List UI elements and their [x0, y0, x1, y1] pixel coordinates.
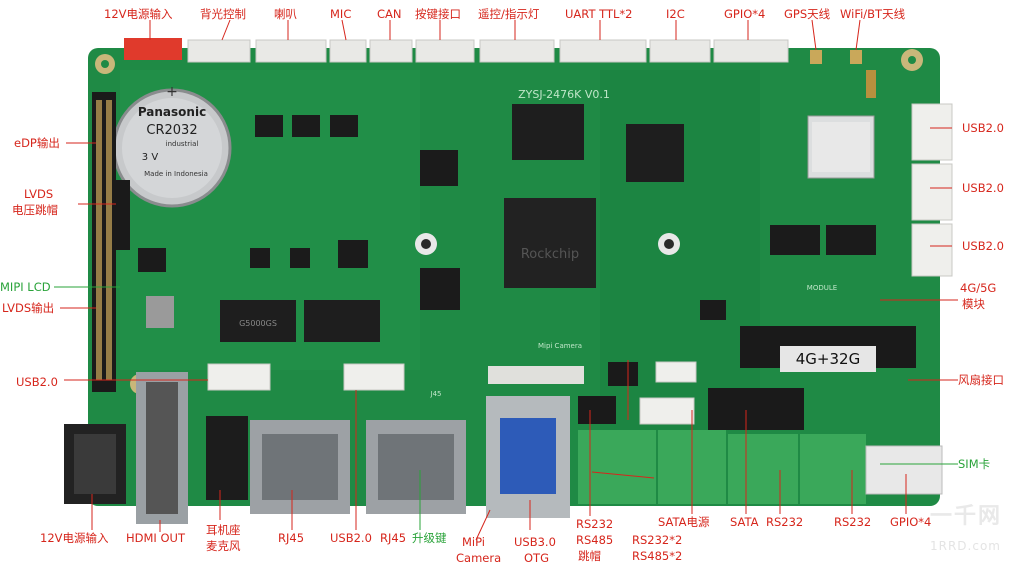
- label-sata-power: SATA电源: [658, 515, 710, 529]
- label-backlight-control: 背光控制: [200, 7, 246, 21]
- battery-sub: industrial: [166, 140, 199, 148]
- wifi-antenna-connector: [850, 50, 862, 64]
- module-silk: MODULE: [807, 284, 837, 292]
- board-model: ZYSJ-2476K V0.1: [518, 88, 610, 101]
- label-camera: Camera: [456, 551, 502, 565]
- label-rs232x2: RS232*2: [632, 533, 683, 547]
- label-4g-5g: 4G/5G: [960, 281, 997, 295]
- top-white-connectors: [187, 39, 789, 63]
- power-connector-red: [124, 38, 182, 60]
- label-headphone-jack: 耳机座: [206, 523, 241, 537]
- label-wifi-bt-antenna: WiFi/BT天线: [840, 7, 906, 21]
- transformer-text: G5000GS: [239, 319, 277, 328]
- label-jumper: 跳帽: [578, 549, 601, 563]
- label-speaker: 喇叭: [274, 7, 297, 21]
- label-mipi: MiPi: [462, 535, 485, 549]
- watermark-url: 1RRD.com: [930, 539, 1001, 553]
- edp-lvds-pin-header: [92, 92, 116, 392]
- battery-brand: Panasonic: [138, 105, 206, 119]
- small-ic: [250, 115, 876, 320]
- label-rs232-3: RS232: [834, 515, 872, 529]
- label-gpio-bottom: GPIO*4: [890, 515, 932, 529]
- ram-chip: [626, 124, 684, 182]
- label-otg: OTG: [524, 551, 549, 565]
- label-rs232-2: RS232: [766, 515, 804, 529]
- annotation-lines: [60, 19, 958, 541]
- label-mic: MIC: [330, 7, 352, 21]
- label-upgrade-key: 升级键: [412, 531, 447, 545]
- label-usb2-right-2: USB2.0: [962, 181, 1004, 195]
- green-terminal-blocks: [578, 430, 866, 504]
- mipi-camera-connector: [488, 366, 584, 384]
- label-12v-power-input-bottom: 12V电源输入: [40, 531, 109, 545]
- label-microphone: 麦克风: [206, 539, 241, 553]
- label-rj45-1: RJ45: [278, 531, 305, 545]
- label-edp-output: eDP输出: [14, 136, 60, 150]
- emmc-capacity-text: 4G+32G: [796, 350, 860, 368]
- sata-power-connector: [639, 397, 695, 425]
- lan-transformer: [220, 300, 296, 342]
- label-usb2-bottom: USB2.0: [330, 531, 372, 545]
- audio-jack: [206, 416, 248, 500]
- mipi-camera-silk: Mipi Camera: [538, 342, 582, 350]
- sata-connector: [708, 388, 804, 430]
- jumper-headers: [578, 362, 638, 424]
- lan-transformer: [304, 300, 380, 342]
- label-voltage-jumper: 电压跳帽: [12, 203, 58, 217]
- label-usb2-right-3: USB2.0: [962, 239, 1004, 253]
- label-can: CAN: [377, 7, 402, 21]
- watermark-text: 一千网: [930, 504, 1003, 529]
- label-sim-card: SIM卡: [958, 457, 991, 471]
- label-lvds: LVDS: [24, 187, 54, 201]
- label-i2c: I2C: [666, 7, 685, 21]
- j45-silk: J45: [430, 390, 442, 398]
- svg-text:+: +: [166, 84, 178, 100]
- label-rs485: RS485: [576, 533, 614, 547]
- label-mipi-lcd: MIPI LCD: [0, 280, 51, 294]
- ram-chip: [512, 104, 584, 160]
- label-usb2-left: USB2.0: [16, 375, 58, 389]
- gps-antenna-connector: [810, 50, 822, 64]
- battery-model: CR2032: [146, 123, 197, 138]
- sim-card-slot: [865, 445, 943, 495]
- label-12v-power-input-top: 12V电源输入: [104, 7, 173, 21]
- battery-origin: Made in Indonesia: [144, 170, 208, 178]
- label-rs232-1: RS232: [576, 517, 614, 531]
- emmc-label-plate: [780, 346, 876, 372]
- fan-connector: [655, 361, 697, 383]
- usb-connector-white: [207, 363, 271, 391]
- usb-connector-white: [343, 363, 405, 391]
- label-gps-antenna: GPS天线: [784, 7, 831, 21]
- label-remote-indicator: 遥控/指示灯: [478, 7, 540, 21]
- label-gpio-top: GPIO*4: [724, 7, 766, 21]
- label-usb2-right-1: USB2.0: [962, 121, 1004, 135]
- battery-voltage: 3 V: [142, 152, 159, 163]
- right-usb-connectors: [911, 103, 953, 277]
- label-rj45-2: RJ45: [380, 531, 407, 545]
- label-uart-ttl: UART TTL*2: [565, 7, 633, 21]
- label-lvds-output: LVDS输出: [2, 301, 55, 315]
- label-key-interface: 按键接口: [415, 7, 461, 21]
- label-usb3: USB3.0: [514, 535, 556, 549]
- label-hdmi-out: HDMI OUT: [126, 531, 185, 545]
- label-fan-interface: 风扇接口: [958, 373, 1004, 387]
- label-rs485x2: RS485*2: [632, 549, 683, 563]
- soc-chip: [504, 198, 596, 288]
- annotation-lines-green: [54, 286, 958, 530]
- label-sata: SATA: [730, 515, 759, 529]
- soc-brand: Rockchip: [521, 247, 579, 262]
- label-module: 模块: [962, 297, 985, 311]
